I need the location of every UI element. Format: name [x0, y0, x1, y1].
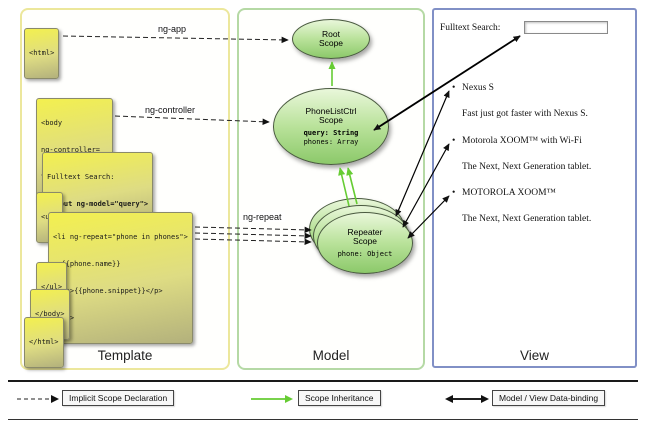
list-item-text: The Next, Next Generation tablet. — [462, 214, 592, 224]
repeater-scope-ellipse: Repeater Scope phone: Object — [317, 212, 413, 274]
list-item: • Motorola XOOM™ with Wi-Fi — [452, 136, 630, 146]
code-line: ng-controller= — [41, 146, 101, 154]
data-binding-arrow-icon — [445, 395, 489, 403]
template-panel-label: Template — [97, 348, 153, 363]
view-panel-label: View — [519, 348, 550, 363]
phonelistctrl-scope-ellipse: PhoneListCtrl Scope query: String phones… — [273, 88, 389, 165]
list-item-text: Motorola XOOM™ with Wi-Fi — [462, 136, 582, 146]
scope-property: query: String — [303, 128, 359, 137]
model-panel — [237, 8, 425, 370]
scope-title: PhoneListCtrl — [305, 105, 357, 116]
ng-controller-label: ng-controller — [142, 105, 199, 115]
root-scope-ellipse: Root Scope — [292, 19, 370, 59]
scope-property: phone: Object — [337, 249, 393, 258]
scope-title: Scope — [352, 235, 378, 246]
list-item-description: The Next, Next Generation tablet. — [452, 214, 630, 224]
list-item-description: The Next, Next Generation tablet. — [452, 162, 630, 172]
code-line: <li ng-repeat="phone in phones"> — [53, 233, 188, 241]
scope-title: Repeater — [347, 226, 383, 237]
scope-title: Scope — [318, 114, 344, 125]
code-line: </ul> — [41, 283, 63, 291]
scope-property: phones: Array — [303, 137, 359, 146]
list-item: • MOTOROLA XOOM™ — [452, 188, 630, 198]
bullet-icon: • — [452, 136, 456, 146]
list-item-text: The Next, Next Generation tablet. — [462, 162, 592, 172]
code-line: <body — [41, 119, 63, 127]
scope-title: Root — [322, 29, 340, 39]
model-panel-label: Model — [312, 348, 350, 363]
code-html-open: <html> — [24, 28, 60, 79]
code-line: <p>{{phone.snippet}}</p> — [53, 287, 163, 295]
code-html-close: </html> — [24, 317, 64, 368]
code-line: <html> — [29, 49, 55, 57]
list-item-text: MOTOROLA XOOM™ — [462, 188, 556, 198]
legend-inheritance-label: Scope Inheritance — [298, 390, 381, 406]
list-item-description: Fast just got faster with Nexus S. — [452, 109, 630, 119]
ng-repeat-label: ng-repeat — [240, 212, 285, 222]
divider-top — [8, 380, 638, 382]
legend-implicit-label: Implicit Scope Declaration — [62, 390, 175, 406]
list-item-text: Nexus S — [462, 83, 494, 93]
view-search-label: Fulltext Search: — [440, 23, 501, 33]
scope-title: Scope — [318, 38, 344, 48]
fulltext-search-input-mock — [524, 21, 608, 34]
code-line: Fulltext Search: — [47, 173, 115, 181]
bullet-icon: • — [452, 188, 456, 198]
code-line: </li> — [53, 314, 188, 323]
legend-binding-label: Model / View Data-binding — [492, 390, 606, 406]
list-item-text: Fast just got faster with Nexus S. — [462, 109, 588, 119]
implicit-scope-arrow-icon — [17, 395, 59, 403]
ng-app-label: ng-app — [155, 24, 190, 34]
bullet-icon: • — [452, 83, 456, 93]
code-line: </body> — [35, 310, 65, 318]
code-li-ng-repeat: <li ng-repeat="phone in phones"> {{phone… — [48, 212, 193, 344]
scope-inheritance-arrow-icon — [251, 395, 293, 403]
list-item: • Nexus S — [452, 83, 630, 93]
divider-bottom — [8, 419, 638, 420]
code-line: </html> — [29, 338, 59, 346]
code-line: {{phone.name}} — [53, 260, 121, 268]
